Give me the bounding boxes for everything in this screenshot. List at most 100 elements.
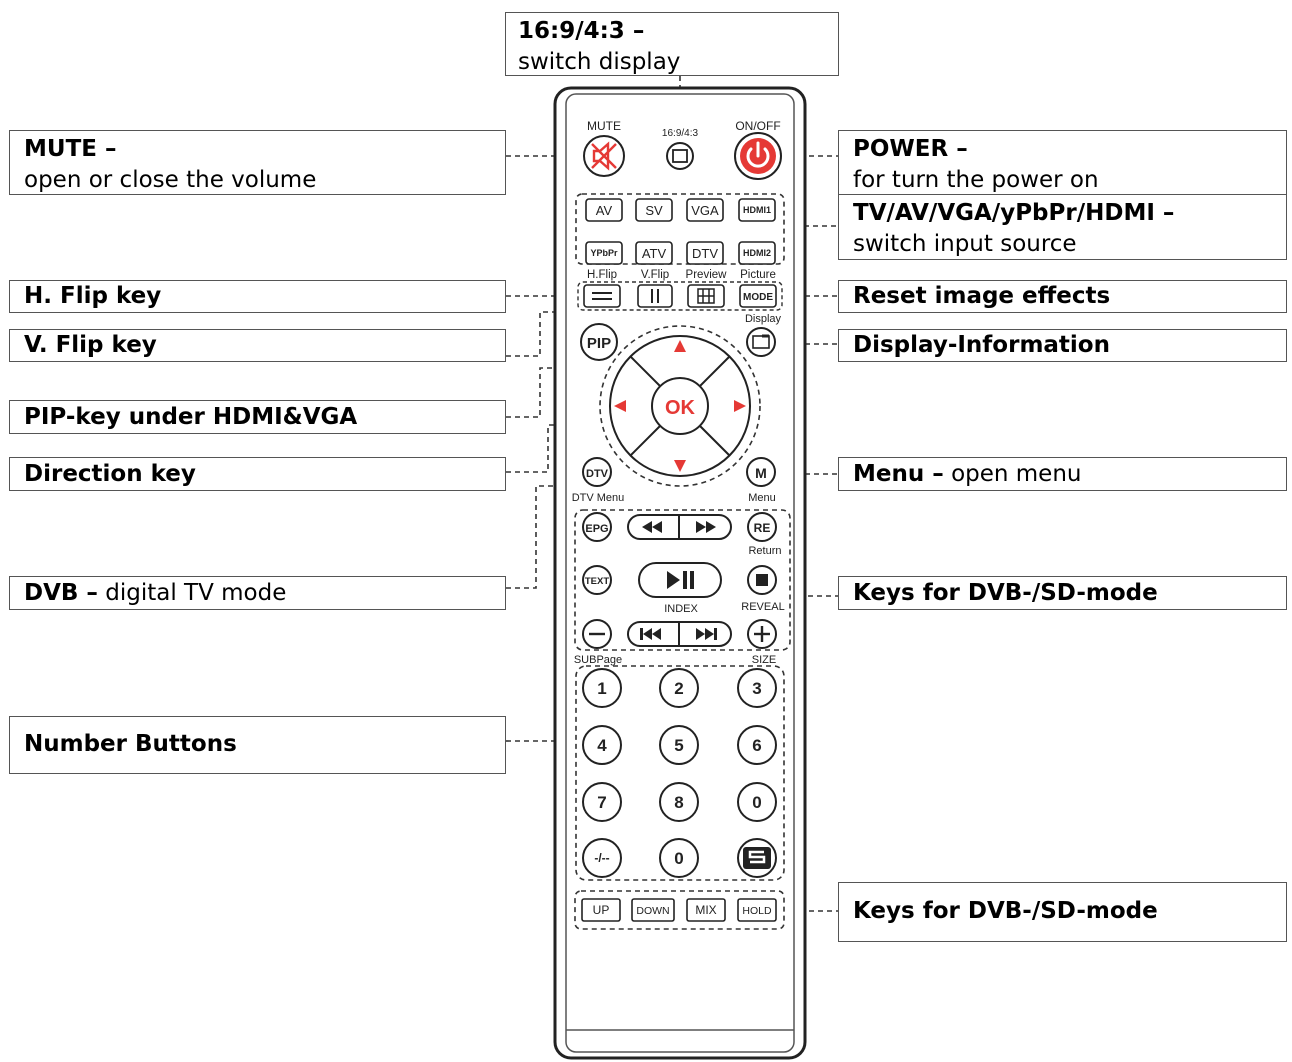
pip-button[interactable]: PIP (580, 323, 618, 361)
swap-icon (743, 847, 771, 869)
dpad-group (599, 325, 761, 487)
mode-label-3: Picture (740, 269, 776, 281)
bottom-key-mix[interactable]: MIX (686, 898, 726, 922)
number-key-label: 3 (752, 679, 761, 698)
source-key-label: AV (596, 203, 613, 218)
source-key-vga[interactable]: VGA (686, 198, 724, 222)
callout-source-title: TV/AV/VGA/yPbPr/HDMI – (853, 200, 1175, 226)
number-key-label: 6 (752, 736, 761, 755)
bottom-key-down[interactable]: DOWN (631, 898, 675, 922)
ok-text: OK (665, 397, 696, 419)
source-key-label: SV (645, 203, 663, 218)
callout-mute-title: MUTE – (24, 136, 117, 162)
bottom-key-up[interactable]: UP (581, 898, 621, 922)
number-key-2[interactable]: 3 (737, 668, 777, 708)
minus-button[interactable] (582, 619, 612, 649)
callout-vflip-title: V. Flip key (24, 332, 157, 358)
display-button[interactable] (746, 327, 776, 357)
preview-button[interactable] (687, 284, 725, 308)
bottom-key-label: MIX (695, 903, 716, 917)
plus-button[interactable] (747, 619, 777, 649)
reveal-label: REVEAL (741, 601, 784, 613)
callout-dvb-keys-1-title: Keys for DVB-/SD-mode (853, 580, 1158, 606)
source-key-label: HDMI1 (743, 205, 771, 215)
source-key-label: YPbPr (590, 248, 618, 258)
callout-aspect: 16:9/4:3 – switch display (505, 12, 839, 76)
source-key-sv[interactable]: SV (635, 198, 673, 222)
callout-direction: Direction key (9, 457, 506, 491)
source-key-label: ATV (642, 246, 667, 261)
number-key-label: 7 (597, 793, 606, 812)
number-key-3[interactable]: 4 (582, 725, 622, 765)
onoff-label: ON/OFF (735, 119, 780, 133)
bottom-keys: UP DOWN MIX HOLD (581, 898, 777, 922)
callout-dvb-title: DVB – (24, 580, 98, 606)
left-button[interactable] (614, 400, 626, 412)
source-key-av[interactable]: AV (585, 198, 623, 222)
epg-button[interactable]: EPG (582, 512, 612, 542)
hflip-button[interactable] (583, 284, 621, 308)
number-group (575, 665, 785, 881)
number-key-label: 1 (597, 679, 606, 698)
callout-pip: PIP-key under HDMI&VGA (9, 400, 506, 434)
right-button[interactable] (734, 400, 746, 412)
number-key-4[interactable]: 5 (659, 725, 699, 765)
number-key-label: 2 (674, 679, 683, 698)
power-button[interactable] (734, 132, 782, 180)
callout-reset-title: Reset image effects (853, 283, 1111, 309)
callout-pip-title: PIP-key under HDMI&VGA (24, 404, 358, 430)
callout-menu: Menu – open menu (838, 457, 1287, 491)
swap-button[interactable] (737, 838, 777, 878)
rewind-ff-rocker[interactable] (627, 514, 732, 540)
number-key-6[interactable]: 7 (582, 782, 622, 822)
return-label: Return (748, 545, 781, 557)
up-button[interactable] (674, 340, 686, 352)
play-pause-button[interactable] (638, 562, 722, 598)
source-key-hdmi1[interactable]: HDMI1 (738, 198, 776, 222)
text-button[interactable]: TEXT (582, 565, 612, 595)
aspect-button[interactable] (666, 142, 694, 170)
menu-button[interactable]: M (746, 457, 776, 487)
callout-direction-title: Direction key (24, 461, 196, 487)
stop-icon (756, 574, 768, 586)
stop-button[interactable] (747, 565, 777, 595)
number-key-5[interactable]: 6 (737, 725, 777, 765)
fast-forward-icon (696, 521, 716, 533)
number-key-1[interactable]: 2 (659, 668, 699, 708)
return-button[interactable]: RE (747, 512, 777, 542)
bottom-key-hold[interactable]: HOLD (737, 898, 777, 922)
dtv-button[interactable]: DTV (582, 457, 612, 487)
bottom-key-label: DOWN (636, 905, 669, 917)
ok-button[interactable]: OK (665, 397, 696, 419)
number-key-0[interactable]: 1 (582, 668, 622, 708)
vflip-button[interactable] (637, 284, 673, 308)
source-key-label: DTV (692, 246, 718, 261)
down-button[interactable] (674, 460, 686, 472)
source-key-label: HDMI2 (743, 248, 771, 258)
source-key-dtv[interactable]: DTV (686, 241, 724, 265)
source-group (575, 193, 785, 265)
dpad (609, 335, 751, 477)
source-key-atv[interactable]: ATV (635, 241, 673, 265)
bottom-key-label: UP (593, 903, 610, 917)
source-key-hdmi2[interactable]: HDMI2 (738, 241, 776, 265)
bottom-key-label: HOLD (742, 905, 772, 917)
number-key-7[interactable]: 8 (659, 782, 699, 822)
prev-next-rocker[interactable] (627, 621, 732, 647)
callout-aspect-title: 16:9/4:3 – (518, 18, 645, 44)
number-key-9[interactable]: -/-- (582, 838, 622, 878)
source-key-label: VGA (691, 203, 719, 218)
number-key-8[interactable]: 0 (737, 782, 777, 822)
source-key-ypbpr[interactable]: YPbPr (585, 241, 623, 265)
callout-source-desc: switch input source (853, 231, 1077, 257)
picture-mode-button[interactable]: MODE (739, 284, 777, 308)
callout-power-title: POWER – (853, 136, 968, 162)
mute-button[interactable] (583, 135, 625, 177)
number-key-label: 8 (674, 793, 683, 812)
down-arrow-icon (674, 460, 686, 472)
dtv-menu-label: DTV Menu (572, 492, 625, 504)
number-key-10[interactable]: 0 (659, 838, 699, 878)
menu-label: Menu (748, 492, 776, 504)
